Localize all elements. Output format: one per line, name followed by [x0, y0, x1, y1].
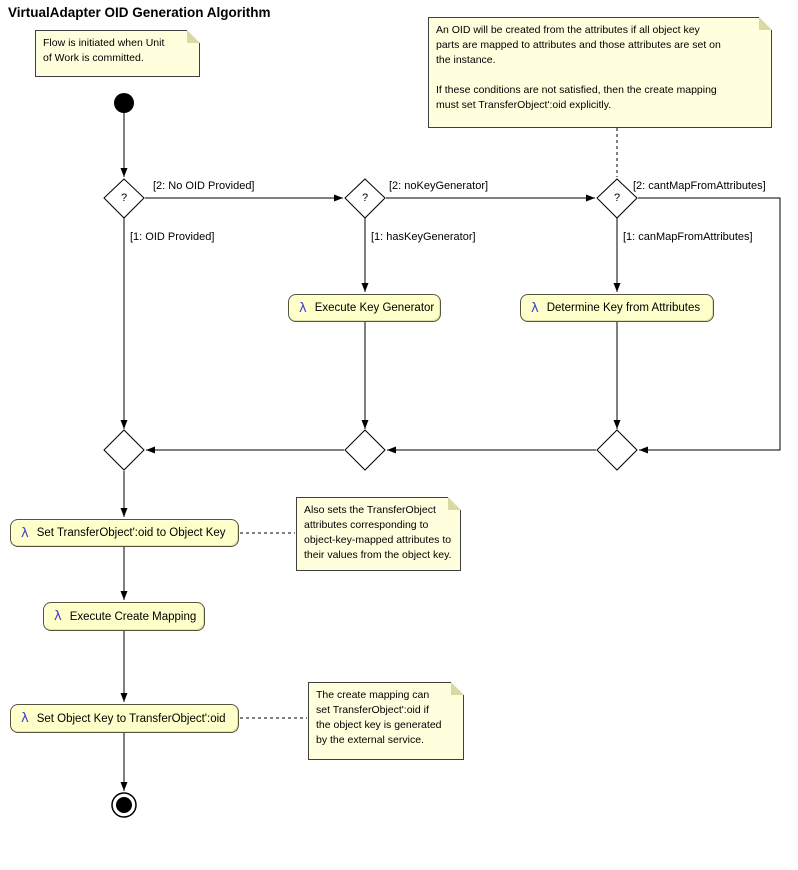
action-determine-key-from-attributes: λ Determine Key from Attributes	[520, 294, 714, 322]
merge2-diamond	[344, 429, 386, 471]
note-oid-creation: An OID will be created from the attribut…	[428, 17, 772, 128]
final-node-core	[116, 797, 132, 813]
decision3-diamond	[596, 178, 638, 219]
action-label: Determine Key from Attributes	[546, 302, 701, 314]
guard-cant-map-from-attributes: [2: cantMapFromAttributes]	[633, 180, 766, 192]
note-flow-initiated: Flow is initiated when Unit of Work is c…	[35, 30, 200, 77]
action-execute-create-mapping: λ Execute Create Mapping	[43, 602, 205, 631]
lambda-icon: λ	[21, 711, 29, 726]
guard-oid-provided: [1: OID Provided]	[130, 231, 215, 243]
action-label: Set Object Key to TransferObject':oid	[36, 712, 226, 725]
action-execute-key-generator: λ Execute Key Generator	[288, 294, 441, 322]
decision2-label: ?	[361, 192, 369, 204]
decision1-diamond	[103, 178, 145, 219]
guard-no-key-generator: [2: noKeyGenerator]	[389, 180, 489, 192]
action-set-object-key-to-oid: λ Set Object Key to TransferObject':oid	[10, 704, 239, 733]
lambda-icon: λ	[531, 300, 539, 316]
note-create-mapping: The create mapping can set TransferObjec…	[308, 682, 464, 760]
guard-has-key-generator: [1: hasKeyGenerator]	[371, 231, 476, 243]
lambda-icon: λ	[54, 609, 62, 624]
edge-decision3-to-merge3	[638, 197, 781, 454]
diamonds	[103, 178, 638, 471]
action-label: Execute Key Generator	[314, 302, 435, 314]
decision3-label: ?	[613, 192, 621, 204]
action-label: Set TransferObject':oid to Object Key	[36, 527, 226, 539]
action-label: Execute Create Mapping	[69, 610, 197, 623]
control-flow-edges	[120, 113, 781, 791]
guard-no-oid-provided: [2: No OID Provided]	[153, 180, 255, 192]
merge3-diamond	[596, 429, 638, 471]
note-anchor-lines	[240, 128, 618, 719]
decision2-diamond	[344, 178, 386, 219]
diagram-title: VirtualAdapter OID Generation Algorithm	[8, 5, 271, 20]
note-also-sets: Also sets the TransferObject attributes …	[296, 497, 461, 571]
lambda-icon: λ	[299, 300, 307, 316]
decision1-label: ?	[120, 192, 128, 204]
lambda-icon: λ	[21, 525, 29, 541]
merge1-diamond	[103, 429, 145, 471]
initial-node	[114, 93, 134, 113]
guard-can-map-from-attributes: [1: canMapFromAttributes]	[623, 231, 753, 243]
action-set-oid-to-object-key: λ Set TransferObject':oid to Object Key	[10, 519, 239, 547]
